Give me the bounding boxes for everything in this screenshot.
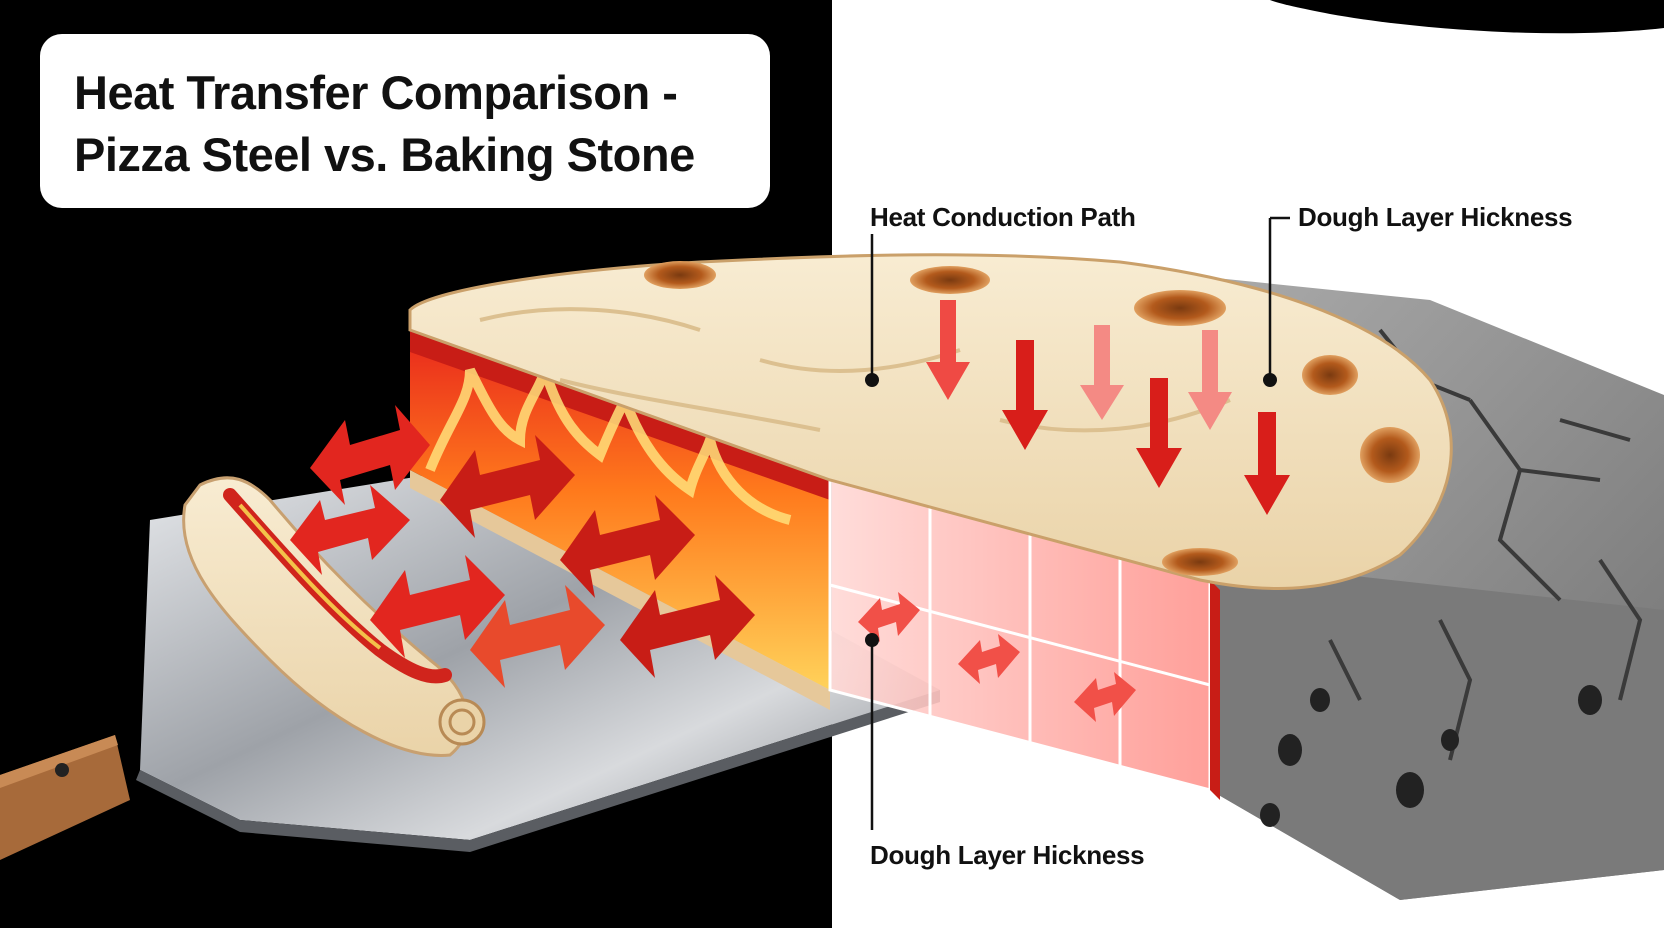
- heat-conduction-path-label: Heat Conduction Path: [870, 202, 1136, 232]
- conduction-down-arrows: [926, 300, 1290, 515]
- section-heat-arrows: [858, 592, 1136, 722]
- label-leader-lines: [865, 216, 1290, 830]
- dough-layer-top-label: Dough Layer Hickness: [1298, 202, 1573, 232]
- pizza-slice: [182, 476, 486, 757]
- dough-layer-bottom-label: Dough Layer Hickness: [870, 840, 1145, 870]
- title-card: Heat Transfer Comparison - Pizza Steel v…: [40, 34, 770, 208]
- steel-heat-arrows: [290, 405, 755, 688]
- top-right-black-corner: [1270, 0, 1664, 34]
- title-line-1: Heat Transfer Comparison -: [74, 66, 678, 119]
- title-line-2: Pizza Steel vs. Baking Stone: [74, 128, 695, 181]
